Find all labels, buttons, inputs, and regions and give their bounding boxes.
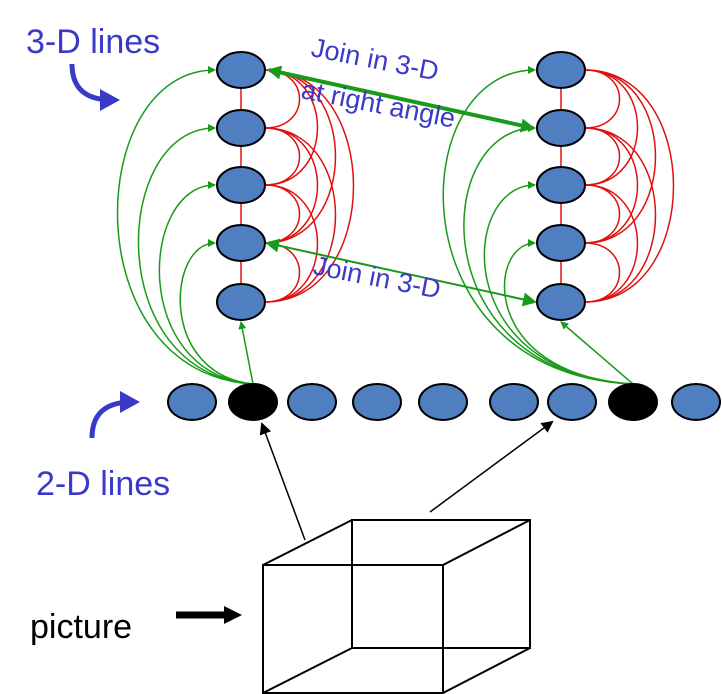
curved-arrow-icon [69,63,120,111]
3d-line-node [216,224,266,262]
join-edges [265,65,537,307]
support-edge [560,321,634,385]
2d-line-node [287,383,337,421]
right-arrow-icon [176,606,242,624]
support-edge [179,239,254,385]
3d-line-node [536,283,586,321]
inhibit-edge [264,127,319,244]
inhibit-edge [584,127,639,244]
support-edge [116,66,254,385]
3d-line-node [536,51,586,89]
label-2d-lines: 2-D lines [36,465,170,503]
cube-edge-arrow [259,422,306,541]
2d-line-node [418,383,468,421]
3d-line-node [536,166,586,204]
inhibit-edge [584,242,621,303]
join-3d-edge [265,238,537,307]
label-3d-lines: 3-D lines [26,23,160,61]
2d-line-node [489,383,539,421]
3d-line-node [536,224,586,262]
3d-line-node [216,283,266,321]
3d-line-node [216,109,266,147]
3d-line-node [216,166,266,204]
nodes-2d [167,383,721,421]
support-edge [137,124,254,385]
curved-arrow-icon [89,391,140,439]
label-picture: picture [30,608,132,646]
2d-line-node [671,383,721,421]
cube-edge-arrow [429,420,554,513]
inhibit-edge [584,69,675,303]
cube-to-line-arrows [259,420,554,541]
3d-line-node [216,51,266,89]
inhibit-edge [584,69,639,186]
support-edge [238,321,254,385]
2d-line-node [352,383,402,421]
selected-2d-line-node [228,383,278,421]
inhibit-edge [584,69,657,244]
2d-line-node [167,383,217,421]
3d-line-node [536,109,586,147]
2d-line-node [547,383,597,421]
wireframe-cube-icon [262,519,531,694]
label-join-3d: Join in 3-D [311,250,443,304]
support-edge [158,181,254,385]
support-edge [442,66,634,385]
join-right-angle-edge [267,65,535,133]
selected-2d-line-node [608,383,658,421]
inhibit-edge [584,184,639,303]
nodes-3d [216,51,586,321]
inhibit-edge [584,127,657,303]
